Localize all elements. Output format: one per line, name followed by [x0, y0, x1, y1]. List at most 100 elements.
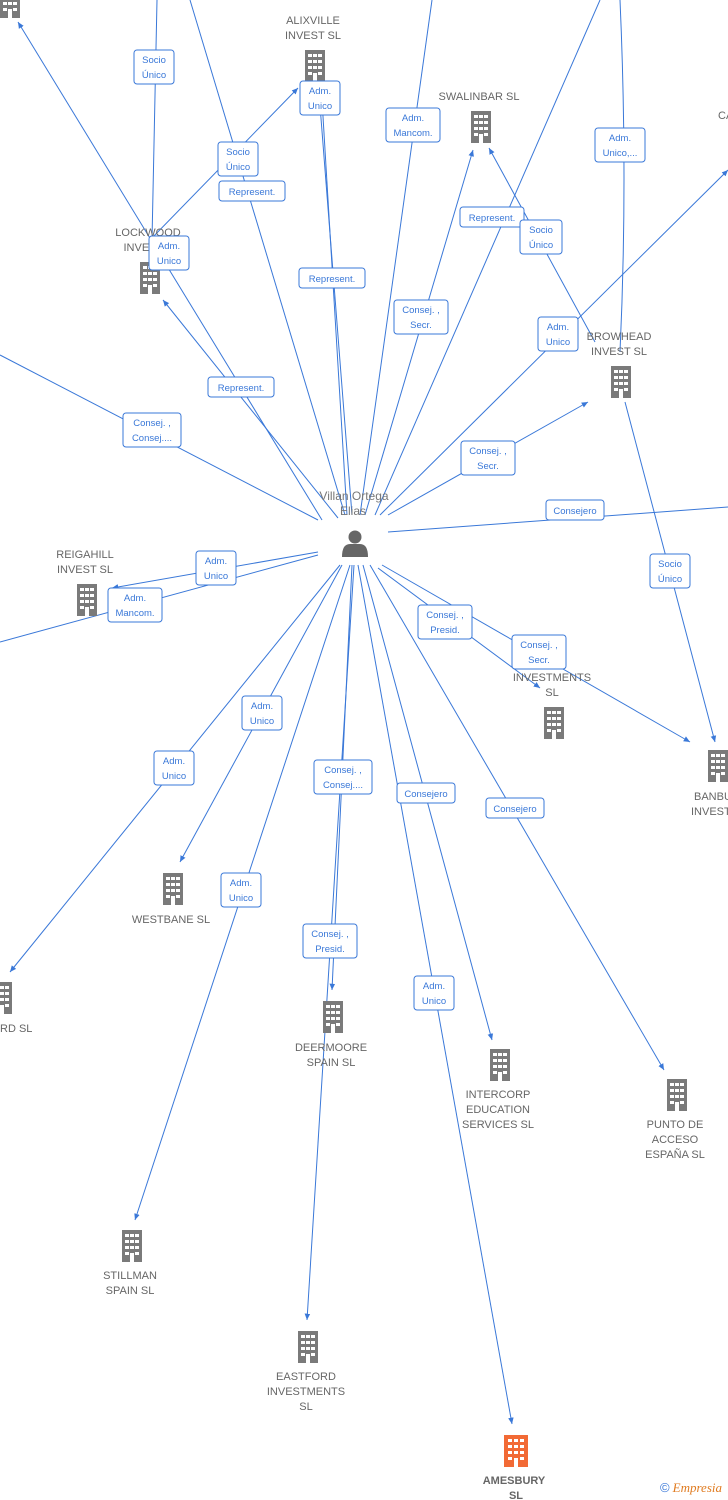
relation-label[interactable]: Adm. Unico — [299, 80, 341, 116]
relation-label[interactable]: Consejero — [396, 782, 456, 804]
relation-label[interactable]: Adm. Unico — [195, 550, 237, 586]
relation-label[interactable]: Adm. Mancom. — [385, 107, 441, 143]
node-label: SL — [545, 687, 558, 699]
relation-label[interactable]: Adm. Unico — [148, 235, 190, 271]
node-label: SL — [299, 1401, 312, 1413]
company-node-browhead[interactable]: BROWHEAD INVEST SL — [587, 331, 652, 398]
building-icon — [298, 1331, 318, 1363]
company-node-deermoore[interactable]: DEERMOORE SPAIN SL — [295, 1001, 367, 1069]
relation-label[interactable]: Adm. Unico — [241, 695, 283, 731]
company-node-investments[interactable]: INVESTMENTS SL — [513, 672, 591, 739]
svg-text:Consej....: Consej.... — [132, 433, 172, 444]
relation-label[interactable]: Adm. Unico — [413, 975, 455, 1011]
node-label: INVESTMENTS — [267, 1386, 345, 1398]
relation-label[interactable]: Adm. Unico — [220, 872, 262, 908]
relation-label[interactable]: Consej. , Secr. — [393, 299, 449, 335]
svg-text:Adm.: Adm. — [423, 981, 445, 992]
node-label: INVEST — [691, 806, 728, 818]
svg-text:Represent.: Represent. — [229, 187, 275, 198]
svg-text:Único: Único — [529, 240, 553, 251]
relation-label[interactable]: Adm. Unico,... — [594, 127, 646, 163]
relation-label[interactable]: Consej. , Presid. — [417, 604, 473, 640]
building-icon — [490, 1049, 510, 1081]
building-icon — [323, 1001, 343, 1033]
relation-label[interactable]: Consejero — [485, 797, 545, 819]
relation-label[interactable]: Socio Único — [133, 49, 175, 85]
svg-text:Unico: Unico — [546, 337, 570, 348]
node-label: BROWHEAD — [587, 331, 652, 343]
node-label: STILLMAN — [103, 1270, 157, 1282]
relation-label[interactable]: Consej. , Consej.... — [122, 412, 182, 448]
relation-label[interactable]: Represent. — [218, 180, 286, 202]
relation-label[interactable]: Consej. , Consej.... — [313, 759, 373, 795]
company-node-eastford[interactable]: EASTFORD INVESTMENTS SL — [267, 1331, 345, 1413]
person-name: Villan Ortega — [319, 489, 388, 503]
building-icon — [305, 50, 325, 82]
node-label: REIGAHILL — [56, 549, 113, 561]
edge-line — [317, 79, 353, 516]
svg-text:Secr.: Secr. — [528, 655, 550, 666]
relation-label[interactable]: Represent. — [207, 376, 275, 398]
svg-text:Único: Único — [142, 70, 166, 81]
svg-text:Represent.: Represent. — [309, 274, 355, 285]
node-label: SWALINBAR SL — [439, 91, 520, 103]
svg-text:Mancom.: Mancom. — [115, 608, 154, 619]
company-node-topleft[interactable] — [0, 0, 20, 18]
svg-text:Adm.: Adm. — [205, 556, 227, 567]
edge-line — [321, 99, 348, 516]
relation-labels-layer: Socio Único Adm. Unico Adm. Mancom. Adm.… — [107, 49, 691, 1011]
edge-line — [374, 0, 601, 516]
company-node-rd[interactable]: RD SL — [0, 982, 32, 1035]
relation-label[interactable]: Adm. Unico — [537, 316, 579, 352]
relation-label[interactable]: Represent. — [298, 267, 366, 289]
company-node-alixville[interactable]: ALIXVILLE INVEST SL — [285, 15, 341, 82]
relation-label[interactable]: Adm. Mancom. — [107, 587, 163, 623]
company-node-stillman[interactable]: STILLMAN SPAIN SL — [103, 1230, 157, 1297]
svg-text:Adm.: Adm. — [163, 756, 185, 767]
node-label: INVEST SL — [591, 346, 647, 358]
building-icon — [611, 366, 631, 398]
node-label: INTERCORP — [466, 1089, 531, 1101]
relation-label[interactable]: Consej. , Presid. — [302, 923, 358, 959]
svg-text:Represent.: Represent. — [218, 383, 264, 394]
svg-text:Adm.: Adm. — [230, 878, 252, 889]
node-label: ESPAÑA SL — [645, 1148, 705, 1161]
person-node-center[interactable]: Villan Ortega Elias — [319, 489, 389, 557]
node-label: DEERMOORE — [295, 1042, 367, 1054]
svg-text:Único: Único — [226, 162, 250, 173]
company-node-westbane[interactable]: WESTBANE SL — [132, 873, 210, 926]
svg-text:Consejero: Consejero — [404, 789, 447, 800]
relation-label[interactable]: Socio Único — [649, 553, 691, 589]
relation-label[interactable]: Represent. — [459, 206, 525, 228]
svg-text:Adm.: Adm. — [158, 241, 180, 252]
relation-label[interactable]: Consej. , Secr. — [460, 440, 516, 476]
node-label: WESTBANE SL — [132, 914, 210, 926]
svg-text:Unico: Unico — [157, 256, 181, 267]
relation-label[interactable]: Adm. Unico — [153, 750, 195, 786]
relation-label[interactable]: Socio Único — [519, 219, 563, 255]
relation-label[interactable]: Consej. , Secr. — [511, 634, 567, 670]
svg-text:Consej. ,: Consej. , — [520, 640, 558, 651]
edge-line — [151, 0, 158, 241]
company-node-amesbury[interactable]: AMESBURY SL — [483, 1435, 546, 1500]
company-node-swalinbar[interactable]: SWALINBAR SL — [439, 91, 520, 143]
svg-text:Consej. ,: Consej. , — [133, 418, 171, 429]
company-node-ca[interactable]: CA — [718, 110, 728, 122]
relation-label[interactable]: Socio Único — [217, 141, 259, 177]
svg-text:Consej. ,: Consej. , — [324, 765, 362, 776]
svg-text:Consej. ,: Consej. , — [426, 610, 464, 621]
svg-text:Unico: Unico — [204, 571, 228, 582]
relation-label[interactable]: Consejero — [545, 499, 605, 521]
company-node-banbu[interactable]: BANBU INVEST — [691, 750, 728, 818]
svg-text:Presid.: Presid. — [430, 625, 460, 636]
company-node-reigahill[interactable]: REIGAHILL INVEST SL — [56, 549, 114, 616]
company-node-intercorp[interactable]: INTERCORP EDUCATION SERVICES SL — [462, 1049, 534, 1131]
node-label: INVESTMENTS — [513, 672, 591, 684]
edges-layer — [0, 0, 728, 1425]
node-label: EDUCATION — [466, 1104, 530, 1116]
node-label: SPAIN SL — [307, 1057, 356, 1069]
svg-text:Único: Único — [658, 574, 682, 585]
company-node-punto[interactable]: PUNTO DE ACCESO ESPAÑA SL — [645, 1079, 705, 1161]
svg-text:Unico: Unico — [250, 716, 274, 727]
